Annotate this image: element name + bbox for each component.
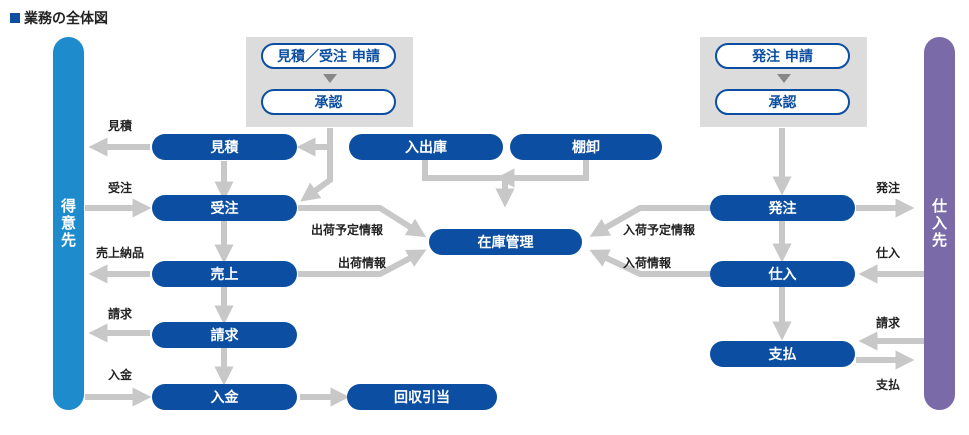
- supplier-bar: 仕入先: [924, 37, 955, 410]
- estimate-node[interactable]: 見積: [152, 134, 297, 160]
- label-p-billing: 請求: [876, 316, 901, 330]
- arrow-receive-plan: [589, 205, 710, 237]
- label-billing: 請求: [108, 307, 133, 321]
- order-node[interactable]: 受注: [152, 195, 297, 221]
- customer-bar: 得意先: [53, 37, 84, 410]
- in-out-node[interactable]: 入出庫: [349, 134, 503, 160]
- stocktake-node[interactable]: 棚卸: [510, 134, 662, 160]
- label-receive-plan: 入荷予定情報: [623, 223, 696, 237]
- label-ship-plan: 出荷予定情報: [311, 223, 384, 237]
- label-order: 受注: [108, 181, 133, 195]
- label-ship-info: 出荷情報: [338, 256, 387, 270]
- sales-approve-button[interactable]: 承認: [261, 89, 396, 115]
- payment-out-node[interactable]: 支払: [710, 341, 855, 367]
- arrow-ship-plan: [298, 205, 427, 238]
- label-estimate: 見積: [108, 119, 133, 133]
- diagram-title: 業務の全体図: [10, 8, 108, 28]
- arrow-inout-to-inventory: [422, 160, 515, 208]
- label-p-payment: 支払: [876, 378, 901, 392]
- arrow-approve-to-estimate: [296, 128, 333, 157]
- purchase-panel-down-icon: [777, 74, 791, 83]
- purchase-request-button[interactable]: 発注 申請: [715, 43, 850, 69]
- label-payment-in: 入金: [108, 368, 133, 382]
- customer-label: 得意先: [59, 198, 77, 249]
- purchase-order-node[interactable]: 発注: [710, 195, 855, 221]
- sales-node[interactable]: 売上: [152, 261, 297, 287]
- label-p-order: 発注: [876, 181, 901, 195]
- arrow-ship-info: [298, 249, 427, 277]
- billing-node[interactable]: 請求: [152, 322, 297, 348]
- purchase-node[interactable]: 仕入: [710, 261, 855, 287]
- supplier-label: 仕入先: [930, 198, 948, 249]
- arrow-approve-to-order: [300, 147, 333, 202]
- arrow-stocktake-to-inventory: [495, 160, 589, 188]
- title-square-icon: [10, 13, 20, 23]
- sales-panel-down-icon: [323, 74, 337, 83]
- sales-request-button[interactable]: 見積／受注 申請: [261, 43, 396, 69]
- title-text: 業務の全体図: [24, 11, 108, 27]
- label-p-purchase: 仕入: [876, 246, 901, 260]
- purchase-approve-button[interactable]: 承認: [715, 89, 850, 115]
- label-receive-info: 入荷情報: [623, 256, 672, 270]
- payment-in-node[interactable]: 入金: [152, 384, 297, 410]
- arrow-receive-info: [589, 249, 710, 277]
- collection-node[interactable]: 回収引当: [347, 384, 497, 410]
- label-delivery: 売上納品: [96, 246, 145, 260]
- inventory-management-node[interactable]: 在庫管理: [429, 229, 582, 255]
